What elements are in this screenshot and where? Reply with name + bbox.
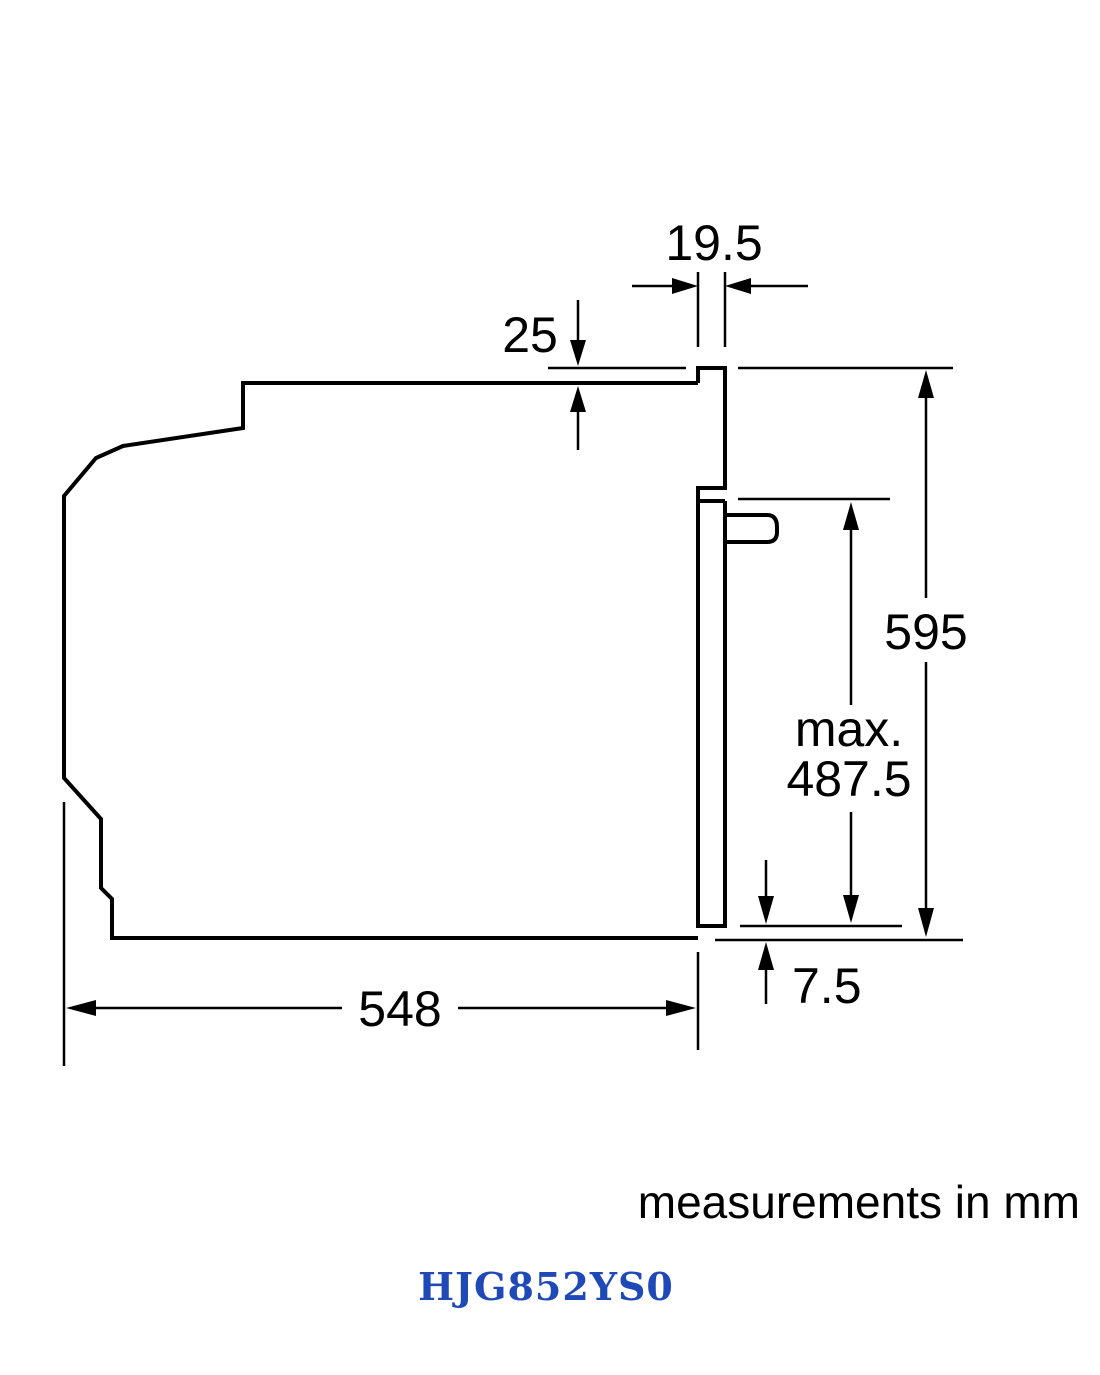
depth-arrowhead-left <box>66 1000 96 1016</box>
door-thickness-arrowhead-right <box>725 278 751 294</box>
max-height-arrowhead-bottom <box>843 895 859 923</box>
units-note: measurements in mm <box>638 1176 1080 1228</box>
door-thickness-label: 19.5 <box>665 215 762 271</box>
depth-arrowhead-right <box>666 1000 696 1016</box>
total-height-arrowhead-bottom <box>918 908 934 937</box>
top-offset-arrowhead-top <box>570 340 586 366</box>
max-height-prefix-label: max. <box>795 701 903 757</box>
bottom-offset-arrowhead-bottom <box>758 942 774 970</box>
oven-door-upper <box>696 366 727 503</box>
bottom-offset-arrowhead-top <box>758 896 774 924</box>
total-height-arrowhead-top <box>918 370 934 398</box>
max-height-label: 487.5 <box>786 751 911 807</box>
model-number: HJG852YS0 <box>418 1264 674 1309</box>
control-knob <box>725 513 779 544</box>
top-offset-label: 25 <box>502 307 558 363</box>
depth-label: 548 <box>358 981 441 1037</box>
top-offset-arrowhead-bottom <box>570 386 586 412</box>
total-height-label: 595 <box>884 604 967 660</box>
door-thickness-arrowhead-left <box>672 278 698 294</box>
bottom-offset-label: 7.5 <box>792 958 862 1014</box>
oven-body-outline <box>62 381 698 940</box>
max-height-arrowhead-top <box>843 502 859 530</box>
oven-door-lower <box>696 501 727 928</box>
